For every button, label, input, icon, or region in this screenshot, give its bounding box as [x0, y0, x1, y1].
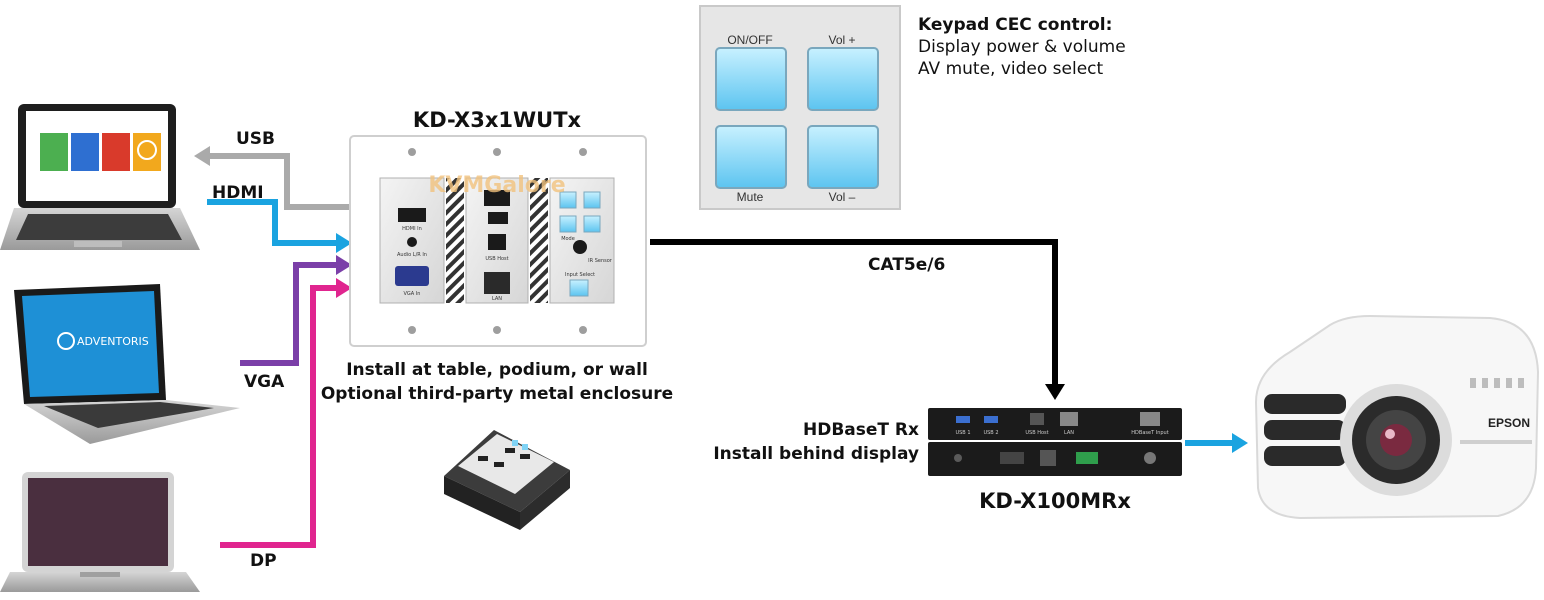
transmitter-wallplate — [349, 135, 647, 347]
hdmi-in-port — [398, 208, 426, 222]
transmitter-caption-line2: Optional third-party metal enclosure — [320, 384, 674, 404]
keypad-note-line2: AV mute, video select — [918, 59, 1104, 79]
port-label-lan: LAN — [492, 296, 502, 302]
rx-port-label-hdbaset: HDBaseT Input — [1131, 430, 1168, 436]
usb-b-port — [488, 234, 506, 250]
transmitter-caption: Install at table, podium, or wall Option… — [321, 358, 673, 406]
rx-port-label-lan: LAN — [1064, 430, 1074, 436]
key-vol-up — [807, 47, 879, 111]
table-enclosure — [444, 430, 570, 530]
rx-lan-port — [1060, 412, 1078, 426]
port-label-mode: Mode — [561, 236, 575, 242]
key-label-vol-down: Vol – — [829, 190, 856, 204]
receiver-caption-line2: Install behind display — [713, 444, 919, 464]
receiver-device — [928, 408, 1182, 476]
output-cable — [1185, 433, 1248, 453]
receiver-caption: HDBaseT Rx Install behind display — [713, 418, 919, 466]
rx-port-label-usb1: USB 1 — [955, 430, 970, 436]
key-on-off — [715, 47, 787, 111]
receiver-title: KD-X100MRx — [979, 489, 1131, 513]
rx-port-label-usb2: USB 2 — [983, 430, 998, 436]
displayport-port — [484, 190, 510, 206]
laptop-brand-text: ADVENTORIS — [77, 335, 149, 348]
key-mute — [715, 125, 787, 189]
hdmi-cable — [207, 199, 352, 253]
usb2-port — [984, 416, 998, 423]
projector — [1254, 314, 1540, 520]
adventoris-logo-icon — [57, 332, 75, 350]
tile-label-equipment: Equipment — [100, 173, 133, 180]
cat-cable — [650, 239, 1065, 400]
keypad-note-line1: Display power & volume — [918, 37, 1126, 57]
tile-label-copyright: Copyright — [132, 173, 162, 180]
tile-equipment — [102, 133, 130, 171]
tile-label-myself: Myself — [44, 173, 64, 180]
port-label-input-select: Input Select — [565, 272, 595, 278]
dp-cable — [220, 278, 352, 548]
receiver-caption-line1: HDBaseT Rx — [803, 420, 919, 440]
projector-brand: EPSON — [1488, 416, 1530, 430]
key-vol-down — [807, 125, 879, 189]
usb-host-port — [1030, 413, 1044, 425]
dp-label: DP — [250, 551, 277, 571]
usb-cable — [194, 146, 352, 210]
keypad-closeup — [699, 5, 901, 210]
hdbaset-input-port — [1140, 412, 1160, 426]
keypad-note-title: Keypad CEC control: — [918, 15, 1113, 35]
usb-label: USB — [236, 129, 276, 149]
key-label-on-off: ON/OFF — [727, 33, 772, 47]
key-label-vol-up: Vol + — [828, 33, 855, 47]
port-label-ir-sensor: IR Sensor — [588, 258, 613, 264]
port-label-hdmi-in: HDMI In — [402, 226, 422, 232]
vga-cable — [240, 255, 352, 366]
key-label-mute: Mute — [737, 190, 764, 204]
keypad-note: Keypad CEC control: Display power & volu… — [918, 14, 1126, 80]
laptop-top — [0, 104, 200, 250]
cat-label: CAT5e/6 — [868, 255, 946, 275]
audio-in-port — [407, 237, 417, 247]
usb1-port — [956, 416, 970, 423]
ir-sensor-icon — [573, 240, 587, 254]
transmitter-title: KD-X3x1WUTx — [412, 108, 582, 132]
vga-label: VGA — [244, 372, 285, 392]
port-label-audio-in: Audio L/R In — [397, 252, 427, 258]
tile-myself — [40, 133, 68, 171]
transmitter-caption-line1: Install at table, podium, or wall — [346, 360, 648, 380]
vga-in-port — [395, 266, 429, 286]
tile-others — [71, 133, 99, 171]
tile-copyright — [133, 133, 161, 171]
port-label-usb-host: USB Host — [485, 256, 508, 262]
lan-port — [484, 272, 510, 294]
tile-label-others: Others — [75, 173, 95, 180]
port-label-vga-in: VGA In — [404, 291, 421, 297]
usb-a-port — [488, 212, 508, 224]
watermark-text: KVMGalore — [428, 173, 565, 198]
laptop-bottom — [0, 472, 200, 592]
hdmi-label: HDMI — [212, 183, 264, 203]
laptop-middle — [14, 284, 240, 444]
rx-port-label-usb-host: USB Host — [1025, 430, 1048, 436]
